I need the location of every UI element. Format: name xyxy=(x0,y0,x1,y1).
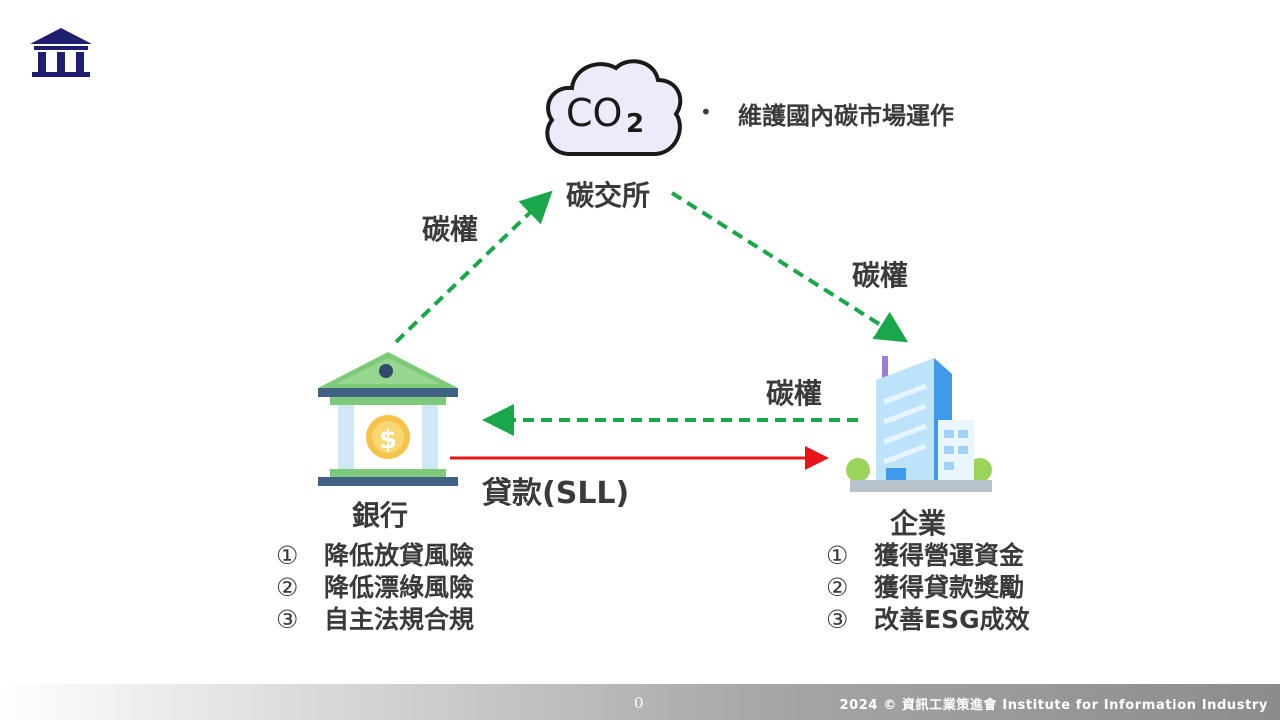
svg-text:2: 2 xyxy=(626,109,644,139)
bank-icon: $ xyxy=(318,352,458,486)
institute-logo-icon xyxy=(30,28,92,77)
flow-label-company-to-bank: 碳權 xyxy=(766,377,823,410)
footer-bar: 0 2024 © 資訊工業策進會 Institute for Informati… xyxy=(0,684,1280,720)
bullet-point: • xyxy=(700,100,712,124)
flow-label-exchange-to-company: 碳權 xyxy=(852,259,909,292)
svg-text:$: $ xyxy=(379,425,397,455)
arrow-bank-to-exchange xyxy=(394,190,553,344)
company-building-icon xyxy=(846,356,992,492)
bank-name: 銀行 xyxy=(352,499,409,532)
co2-label: CO xyxy=(566,91,622,135)
page-number: 0 xyxy=(634,694,644,712)
flow-label-bank-to-exchange: 碳權 xyxy=(422,213,479,246)
copyright-text: 2024 © 資訊工業策進會 Institute for Information… xyxy=(839,698,1268,713)
flow-label-loan: 貸款(SLL) xyxy=(482,476,630,511)
exchange-description: 維護國內碳市場運作 xyxy=(738,102,954,130)
co2-cloud-icon: CO 2 xyxy=(545,59,683,156)
company-name: 企業 xyxy=(890,507,947,540)
arrow-exchange-to-company xyxy=(670,191,909,343)
exchange-name: 碳交所 xyxy=(566,179,651,212)
